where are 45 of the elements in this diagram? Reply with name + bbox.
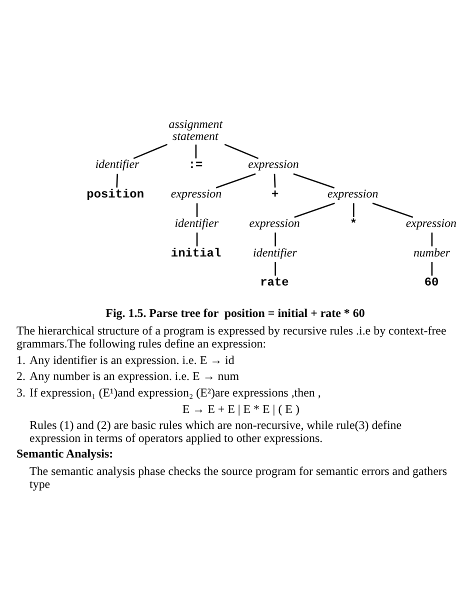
node-text: * bbox=[350, 216, 358, 230]
connector bbox=[274, 173, 276, 188]
node-text: position bbox=[86, 187, 144, 202]
connector bbox=[195, 144, 197, 158]
node-text: assignment statement bbox=[168, 116, 223, 142]
connector bbox=[431, 261, 433, 276]
label: Any identifier is an expression. i.e. E → id bbox=[30, 352, 234, 366]
connector bbox=[133, 143, 168, 159]
connector bbox=[294, 202, 335, 218]
node-text: 60 bbox=[424, 275, 439, 290]
label: 1. bbox=[16, 352, 26, 366]
connector bbox=[352, 202, 354, 216]
label: Fig. 1.5. Parse tree for position = initial + rate * 60 bbox=[106, 306, 365, 320]
label: Semantic Analysis: bbox=[16, 446, 114, 460]
label: 3. bbox=[16, 385, 26, 400]
node-text: expression bbox=[406, 215, 457, 230]
connector bbox=[274, 261, 276, 276]
label: Any number is an expression. i.e. E → num bbox=[30, 368, 240, 383]
label: The hierarchical structure of a program is expressed by recursive rules .i.e by context-free grammars.The following rules define an expression: bbox=[16, 323, 446, 350]
connector bbox=[274, 232, 276, 246]
node-text: identifier bbox=[95, 156, 140, 171]
node-text: identifier bbox=[174, 215, 219, 230]
connector bbox=[196, 232, 198, 246]
connector bbox=[224, 143, 259, 159]
label: If expression₁ (E¹)and expression₂ (E²)are expressions ,then , bbox=[30, 385, 321, 400]
node-text: expression bbox=[328, 186, 378, 200]
node-text: := bbox=[188, 158, 203, 172]
node-text: rate bbox=[260, 275, 289, 290]
node-text: identifier bbox=[253, 244, 297, 259]
node-text: initial bbox=[170, 246, 222, 260]
node-text: expression bbox=[170, 186, 222, 200]
label: 2. bbox=[16, 368, 26, 383]
connector bbox=[216, 172, 256, 188]
node-text: expression bbox=[249, 215, 300, 230]
connector bbox=[116, 173, 118, 188]
connector bbox=[293, 172, 335, 188]
node-text: number bbox=[413, 244, 450, 259]
label: E → E + E | E * E | ( E ) bbox=[182, 401, 300, 416]
node-text: expression bbox=[248, 156, 299, 171]
connector bbox=[431, 232, 433, 246]
label: The semantic analysis phase checks the source program for semantic errors and gathers type bbox=[30, 463, 448, 490]
node-text: + bbox=[272, 187, 279, 202]
label: Rules (1) and (2) are basic rules which are non-recursive, while rule(3) define expression in terms of operators applied to other expressions. bbox=[30, 418, 402, 445]
connector bbox=[196, 202, 198, 216]
connector bbox=[372, 202, 414, 218]
